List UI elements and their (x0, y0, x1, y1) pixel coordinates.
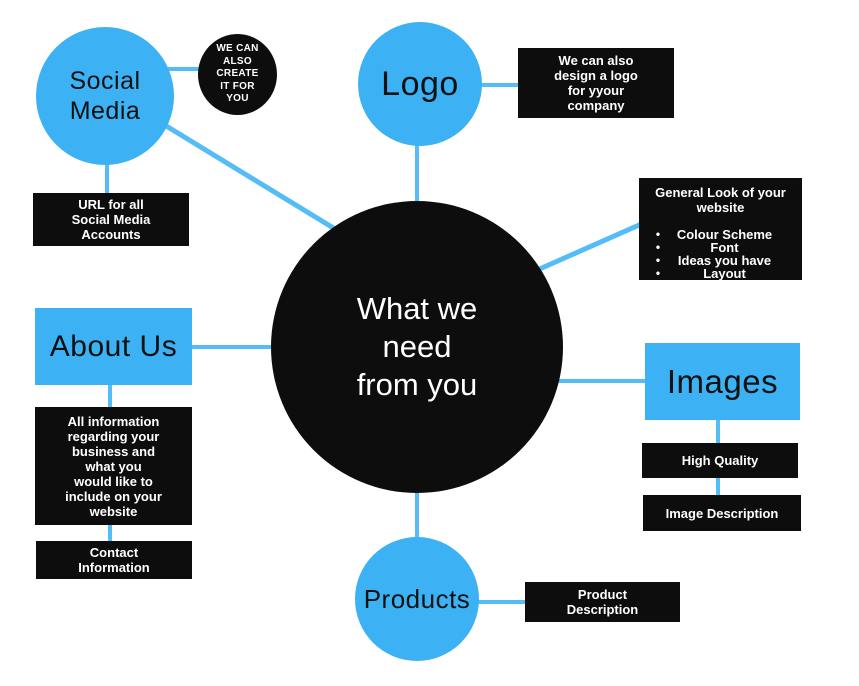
note-about-info: All information regarding your business … (35, 407, 192, 525)
list-item: • Font (643, 240, 798, 255)
images-label: Images (666, 362, 779, 400)
contact-information-label: Contact Information (78, 545, 150, 575)
topic-logo: Logo (358, 22, 482, 146)
social-media-label: Social Media (69, 67, 141, 125)
bullet-label: Layout (703, 266, 746, 281)
topic-social-media: Social Media (36, 27, 174, 165)
connector-social-media-center (161, 121, 342, 235)
list-item: • Ideas you have (643, 253, 798, 268)
connector-center-general-look (533, 219, 648, 274)
note-product-description: Product Description (525, 582, 680, 622)
note-general-look: General Look of your website • Colour Sc… (639, 178, 802, 280)
product-description-label: Product Description (566, 587, 639, 617)
logo-design-label: We can also design a logo for yyour comp… (554, 53, 638, 113)
note-high-quality: High Quality (642, 443, 798, 478)
bullet-label: Ideas you have (677, 253, 772, 268)
center-topic-label: What we need from you (356, 291, 478, 402)
topic-images: Images (645, 343, 800, 420)
about-info-label: All information regarding your business … (65, 413, 162, 519)
bullet-label: Font (710, 240, 739, 255)
image-description-label: Image Description (665, 505, 779, 521)
center-topic-circle: What we need from you (271, 201, 563, 493)
topic-about-us: About Us (35, 308, 192, 385)
note-logo-design: We can also design a logo for yyour comp… (518, 48, 674, 118)
high-quality-label: High Quality (681, 453, 759, 468)
bullet-icon: • (655, 266, 661, 280)
note-we-can-create: WE CAN ALSO CREATE IT FOR YOU (198, 34, 277, 115)
general-look-bullet-list: • Colour Scheme • Font • Ideas you have … (643, 227, 798, 281)
bullet-icon: • (655, 253, 661, 267)
about-us-label: About Us (49, 329, 178, 363)
logo-label: Logo (381, 64, 459, 103)
list-item: • Layout (643, 266, 798, 281)
note-contact-information: Contact Information (36, 541, 192, 579)
bullet-label: Colour Scheme (676, 227, 773, 242)
note-url-accounts: URL for all Social Media Accounts (33, 193, 189, 246)
we-can-create-label: WE CAN ALSO CREATE IT FOR YOU (216, 43, 259, 105)
products-label: Products (363, 583, 471, 614)
bullet-icon: • (655, 227, 661, 241)
list-item: • Colour Scheme (643, 227, 798, 242)
url-accounts-label: URL for all Social Media Accounts (71, 197, 151, 242)
general-look-title: General Look of your website (655, 185, 786, 215)
topic-products: Products (355, 537, 479, 661)
note-image-description: Image Description (643, 495, 801, 531)
bullet-icon: • (655, 240, 661, 254)
